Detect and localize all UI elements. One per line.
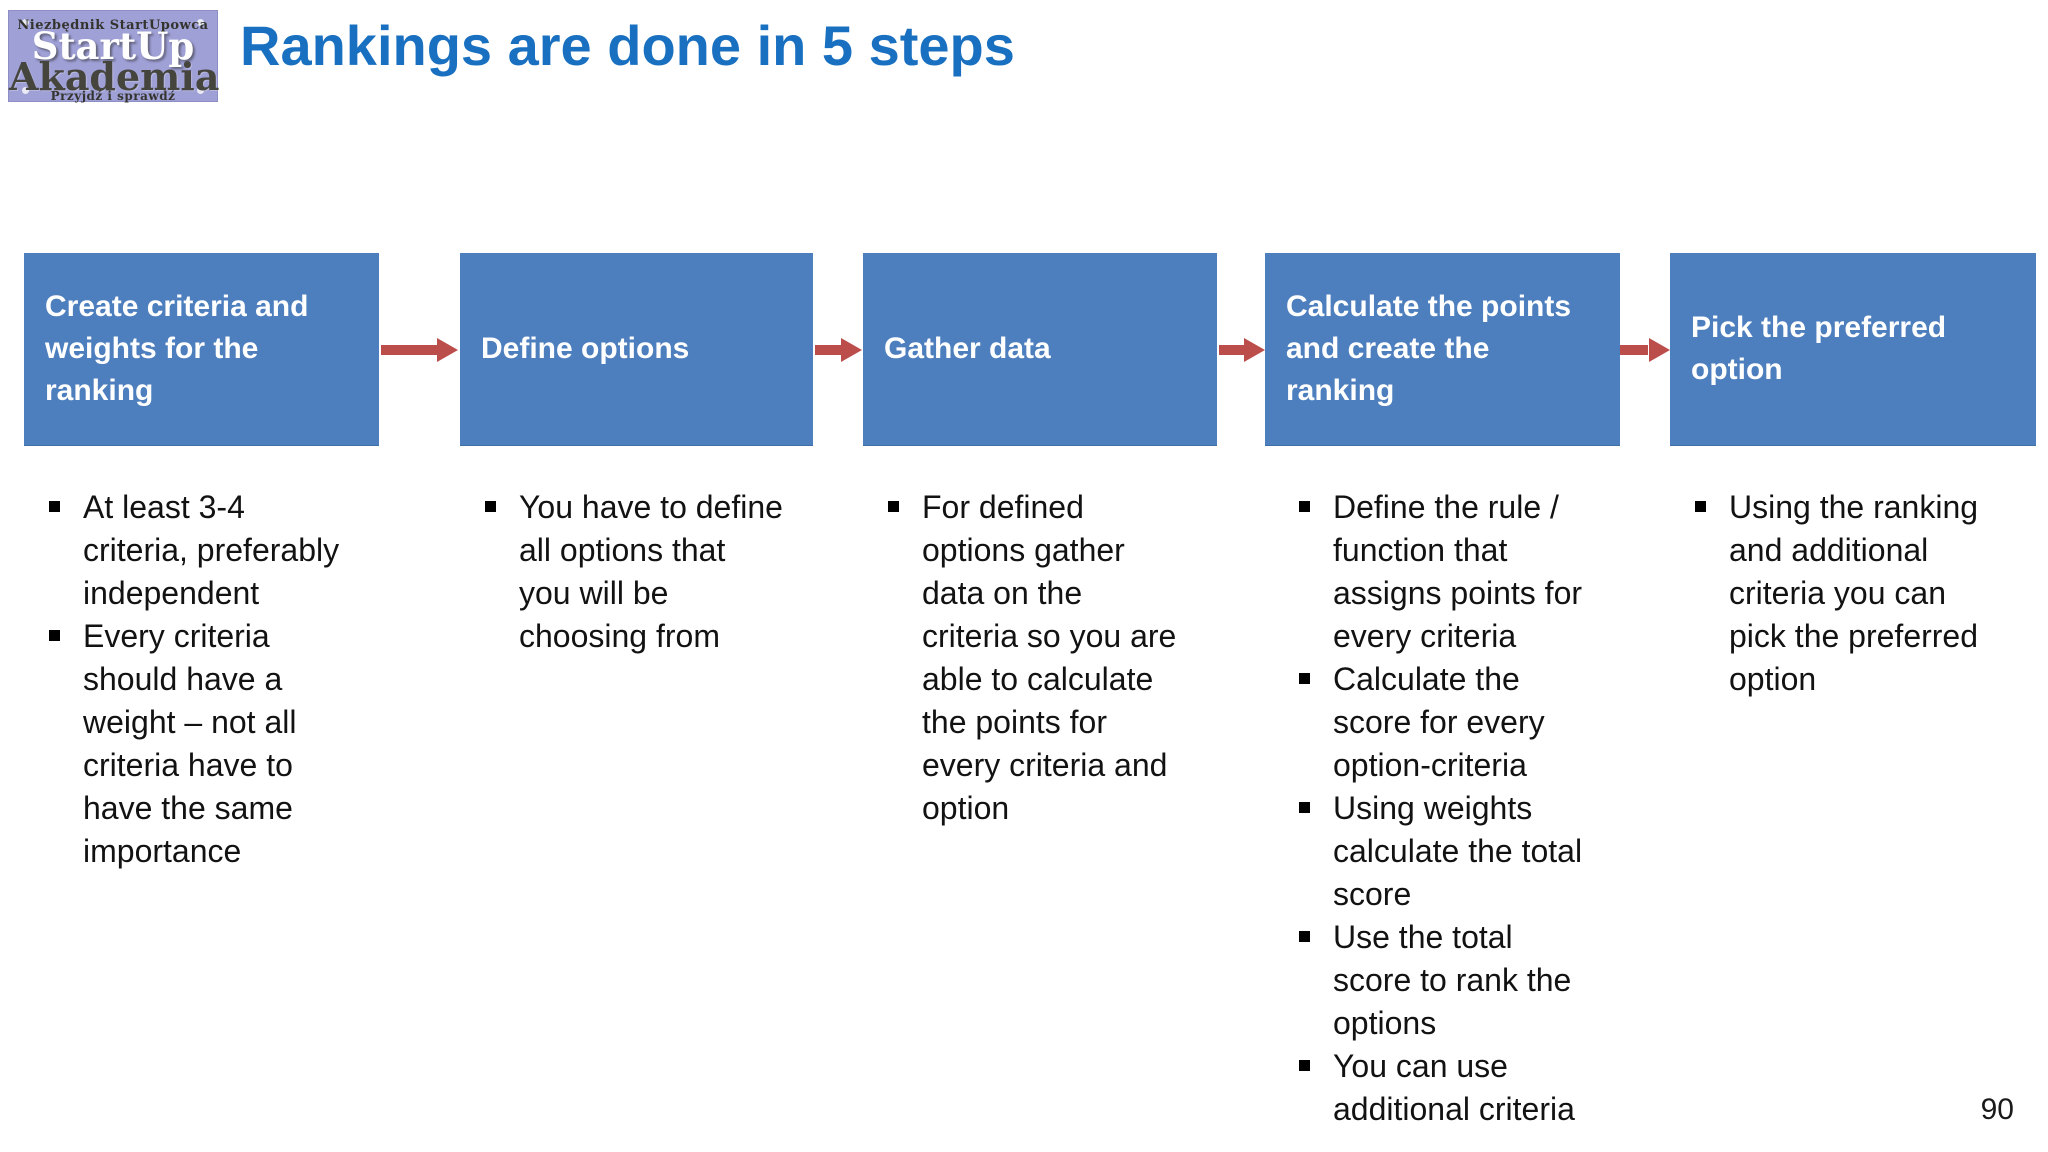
- step-box-4: Calculate the points and create the rank…: [1265, 253, 1620, 446]
- step-box-5-title: Pick the preferred option: [1691, 311, 1947, 386]
- logo-corner-dot: [197, 87, 204, 94]
- bullet-item: Calculate the score for every option-cri…: [1298, 658, 1593, 787]
- bullet-item: Using weights calculate the total score: [1298, 787, 1593, 916]
- step-5-bullets: Using the ranking and additional criteri…: [1694, 486, 1984, 701]
- step-box-3: Gather data: [863, 253, 1217, 446]
- startup-akademia-logo: Niezbędnik StartUpowca StartUp Akademia …: [8, 10, 220, 103]
- arrow-shaft: [815, 345, 842, 355]
- arrow-head: [841, 338, 862, 362]
- arrow-head: [1244, 338, 1265, 362]
- arrow-shaft: [1219, 345, 1245, 355]
- logo-tagline-top: Niezbędnik StartUpowca: [17, 18, 209, 33]
- arrow-shaft: [381, 345, 437, 355]
- step-2-bullets: You have to define all options that you …: [484, 486, 784, 658]
- step-box-2-title: Define options: [481, 332, 690, 365]
- logo-corner-dot: [22, 19, 29, 26]
- step-box-1-title: Create criteria and weights for the rank…: [45, 290, 309, 407]
- step-box-1: Create criteria and weights for the rank…: [24, 253, 379, 446]
- step-box-4-title: Calculate the points and create the rank…: [1286, 290, 1572, 407]
- arrow-shaft: [1620, 345, 1648, 355]
- bullet-item: Define the rule / function that assigns …: [1298, 486, 1593, 658]
- bullet-item: You can use additional criteria: [1298, 1045, 1593, 1131]
- arrow-right-icon: [815, 338, 862, 362]
- arrow-right-icon: [1620, 338, 1670, 362]
- bullet-item: For defined options gather data on the c…: [887, 486, 1182, 830]
- page-title: Rankings are done in 5 steps: [240, 14, 1015, 77]
- step-box-3-title: Gather data: [884, 332, 1051, 365]
- logo-word-akademia: Akademia: [9, 54, 220, 99]
- arrow-head: [1649, 338, 1670, 362]
- step-box-2: Define options: [460, 253, 813, 446]
- arrow-right-icon: [381, 338, 458, 362]
- bullet-item: You have to define all options that you …: [484, 486, 784, 658]
- logo-corner-dot: [197, 19, 204, 26]
- step-1-bullets: At least 3-4 criteria, preferably indepe…: [48, 486, 348, 873]
- page-number: 90: [1980, 1093, 2014, 1126]
- bullet-item: Use the total score to rank the options: [1298, 916, 1593, 1045]
- bullet-item: Using the ranking and additional criteri…: [1694, 486, 1984, 701]
- logo-corner-dot: [22, 87, 29, 94]
- arrow-head: [437, 338, 458, 362]
- logo-tagline-bottom: Przyjdź i sprawdź: [50, 89, 176, 103]
- arrow-right-icon: [1219, 338, 1265, 362]
- step-3-bullets: For defined options gather data on the c…: [887, 486, 1182, 830]
- logo-word-startup: StartUp: [31, 24, 195, 68]
- step-box-5: Pick the preferred option: [1670, 253, 2036, 446]
- bullet-item: Every criteria should have a weight – no…: [48, 615, 348, 873]
- bullet-item: At least 3-4 criteria, preferably indepe…: [48, 486, 348, 615]
- step-4-bullets: Define the rule / function that assigns …: [1298, 486, 1593, 1131]
